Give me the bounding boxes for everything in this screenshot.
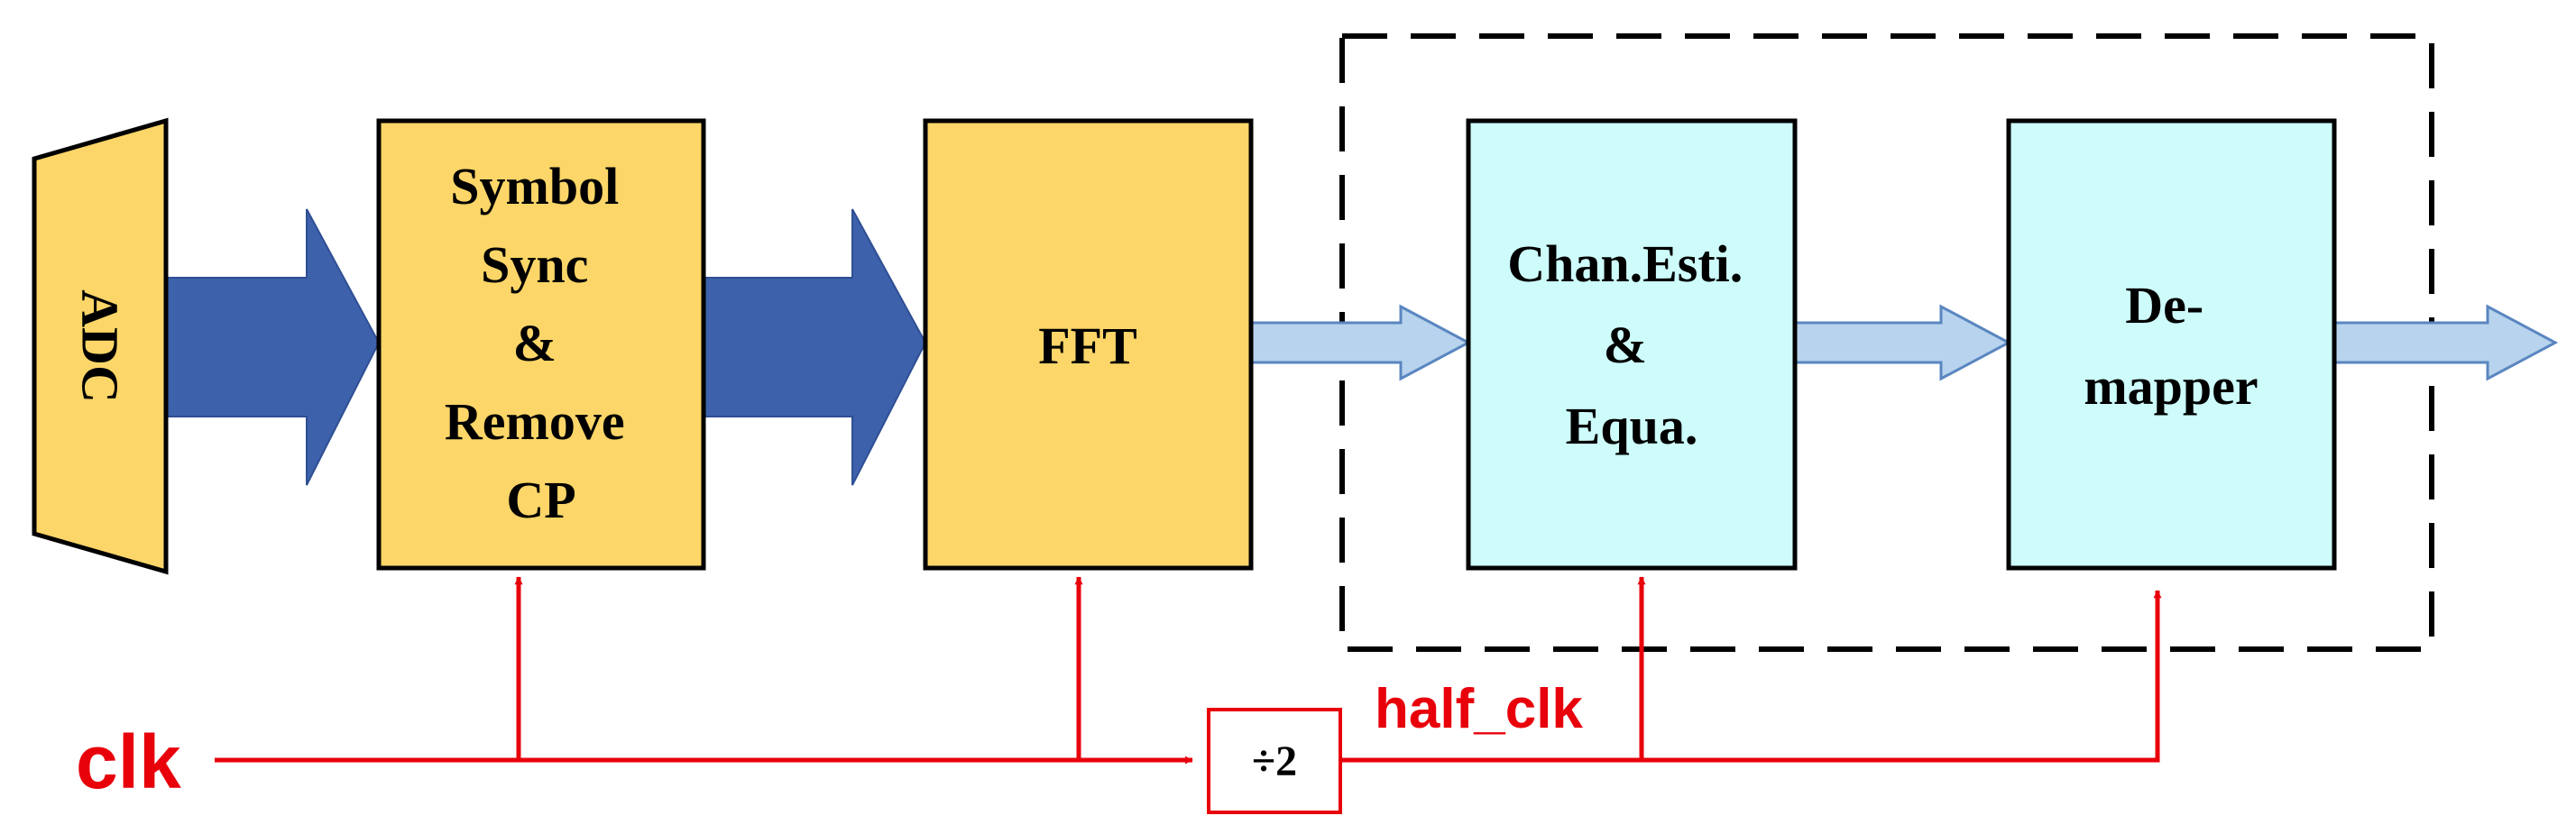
half-clk-label: half_clk [1375,678,1583,740]
symbol-sync-line-1: Symbol [450,157,619,215]
fft-block: FFT [923,118,1254,571]
light-arrow-chan-to-demapper [1793,304,2012,381]
chan-est-line-1: Chan.Esti. [1507,234,1743,293]
chan-est-line-3: Equa. [1566,397,1698,455]
symbol-sync-line-4: Remove [445,392,625,451]
adc-label: ADC [71,289,130,403]
symbol-sync-line-3: & [513,314,557,372]
light-arrow-demapper-output [2332,304,2559,381]
chan-est-line-2: & [1604,316,1647,374]
divider-label: ÷2 [1252,738,1297,785]
clk-label: clk [76,719,181,804]
fft-label: FFT [1038,316,1137,375]
thick-arrow-adc-to-sync [166,208,381,486]
clock-network [215,576,2162,765]
symbol-sync-line-5: CP [506,471,575,529]
demapper-block: De- mapper [2006,118,2337,571]
fft-line-1: FFT [1038,316,1137,375]
demapper-line-2: mapper [2084,357,2258,416]
symbol-sync-label: Symbol Sync & Remove CP [445,157,638,529]
demapper-line-1: De- [2125,276,2203,335]
light-arrow-fft-to-chan [1249,304,1472,381]
chan-est-block: Chan.Esti. & Equa. [1466,118,1798,571]
half-clk-line [1340,590,2162,763]
adc-block: ADC [32,117,169,575]
symbol-sync-block: Symbol Sync & Remove CP [376,118,706,571]
symbol-sync-line-2: Sync [481,235,588,294]
clock-divider: ÷2 [1207,708,1342,814]
demapper-label: De- mapper [2084,276,2258,416]
chan-est-label: Chan.Esti. & Equa. [1507,234,1756,455]
thick-arrow-sync-to-fft [703,208,927,486]
